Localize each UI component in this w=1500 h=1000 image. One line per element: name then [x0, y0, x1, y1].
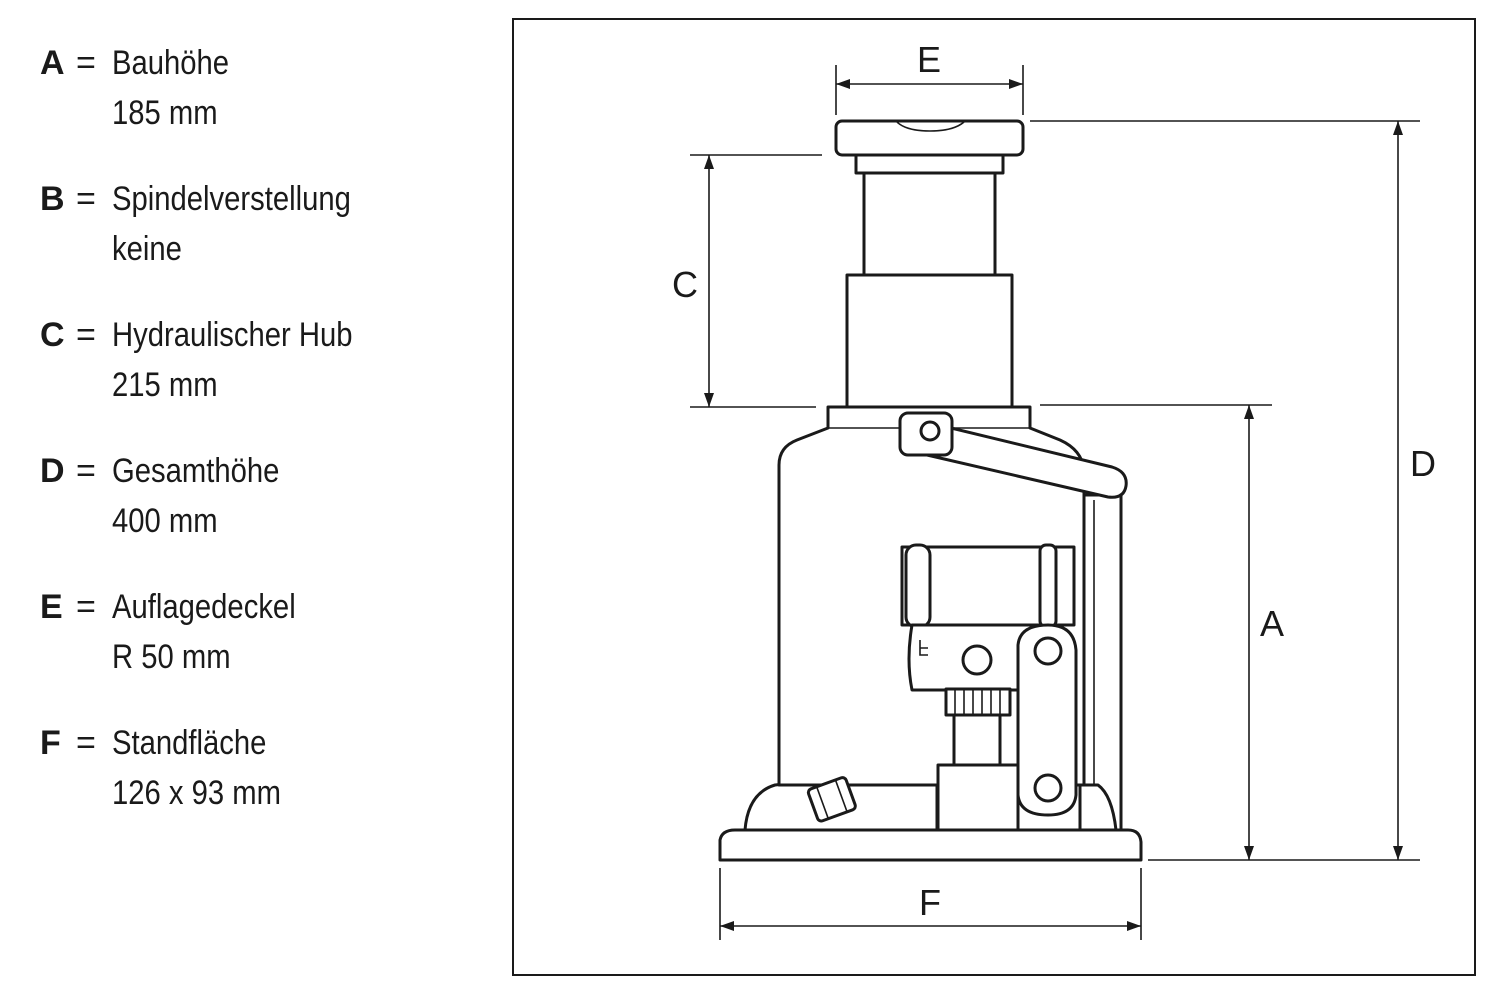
legend-label: Spindelverstellung — [112, 180, 351, 218]
ram-collar — [854, 153, 1005, 175]
dimension-a: A — [1040, 404, 1420, 861]
dimension-d: D — [1030, 120, 1436, 860]
legend-equals: = — [76, 452, 96, 490]
legend-item-e: E = Auflagedeckel R 50 mm — [40, 582, 480, 718]
filler-plug — [806, 776, 857, 823]
dimension-label-c: C — [672, 264, 698, 305]
dimension-e: E — [835, 39, 1024, 115]
legend-value: R 50 mm — [112, 638, 231, 676]
legend-value: 215 mm — [112, 366, 218, 404]
dimension-c: C — [672, 154, 822, 408]
legend-equals: = — [76, 724, 96, 762]
link-pin-bottom — [1033, 773, 1063, 803]
legend-key: A — [40, 44, 65, 82]
plug-nut-edge — [815, 786, 830, 819]
release-stem — [952, 713, 1002, 767]
pump-assembly — [806, 543, 1078, 832]
legend-key: F — [40, 724, 61, 762]
legend-value: 400 mm — [112, 502, 218, 540]
legend-key: E — [40, 588, 63, 626]
legend-item-c: C = Hydraulischer Hub 215 mm — [40, 310, 480, 446]
dimension-legend: A = Bauhöhe 185 mm B = Spindelverstellun… — [40, 38, 480, 854]
pump-clamp-right — [1038, 543, 1058, 629]
legend-label: Standfläche — [112, 724, 267, 762]
legend-key: B — [40, 180, 65, 218]
pump-base — [936, 763, 1020, 832]
link-pin-top — [1033, 636, 1063, 666]
legend-label: Gesamthöhe — [112, 452, 280, 490]
legend-item-b: B = Spindelverstellung keine — [40, 174, 480, 310]
legend-label: Hydraulischer Hub — [112, 316, 353, 354]
drawing-frame — [512, 18, 1476, 976]
pump-mark — [919, 640, 928, 656]
dimension-label-d: D — [1410, 443, 1436, 484]
legend-item-f: F = Standfläche 126 x 93 mm — [40, 718, 480, 854]
legend-item-d: D = Gesamthöhe 400 mm — [40, 446, 480, 582]
lever-arm — [912, 418, 1128, 499]
legend-value: keine — [112, 230, 182, 268]
base-plate — [718, 828, 1143, 862]
dimension-label-f: F — [919, 882, 941, 923]
lever-pivot-pin — [919, 420, 941, 442]
pump-clamp-left — [904, 543, 932, 629]
legend-key: C — [40, 316, 65, 354]
legend-value: 126 x 93 mm — [112, 774, 282, 812]
legend-key: D — [40, 452, 65, 490]
plug-nut-edge — [834, 779, 848, 813]
saddle-cap — [834, 119, 1025, 157]
dimension-label-e: E — [917, 39, 941, 80]
legend-equals: = — [76, 44, 96, 82]
saddle-groove — [895, 120, 966, 132]
legend-equals: = — [76, 316, 96, 354]
plug-nut — [806, 776, 857, 823]
legend-value: 185 mm — [112, 94, 218, 132]
pump-link-plate — [1016, 623, 1078, 817]
handle-lever — [898, 411, 1128, 499]
pump-bolt — [961, 644, 993, 676]
side-reservoir — [1082, 493, 1123, 832]
legend-label: Bauhöhe — [112, 44, 230, 82]
legend-item-a: A = Bauhöhe 185 mm — [40, 38, 480, 174]
legend-equals: = — [76, 588, 96, 626]
base-hump-right — [1078, 783, 1118, 832]
ram-upper — [862, 171, 997, 277]
legend-label: Auflagedeckel — [112, 588, 296, 626]
dimension-f: F — [719, 868, 1142, 940]
legend-equals: = — [76, 180, 96, 218]
jack-ram — [834, 119, 1025, 409]
ram-lower — [845, 273, 1014, 409]
dimension-label-a: A — [1260, 603, 1284, 644]
